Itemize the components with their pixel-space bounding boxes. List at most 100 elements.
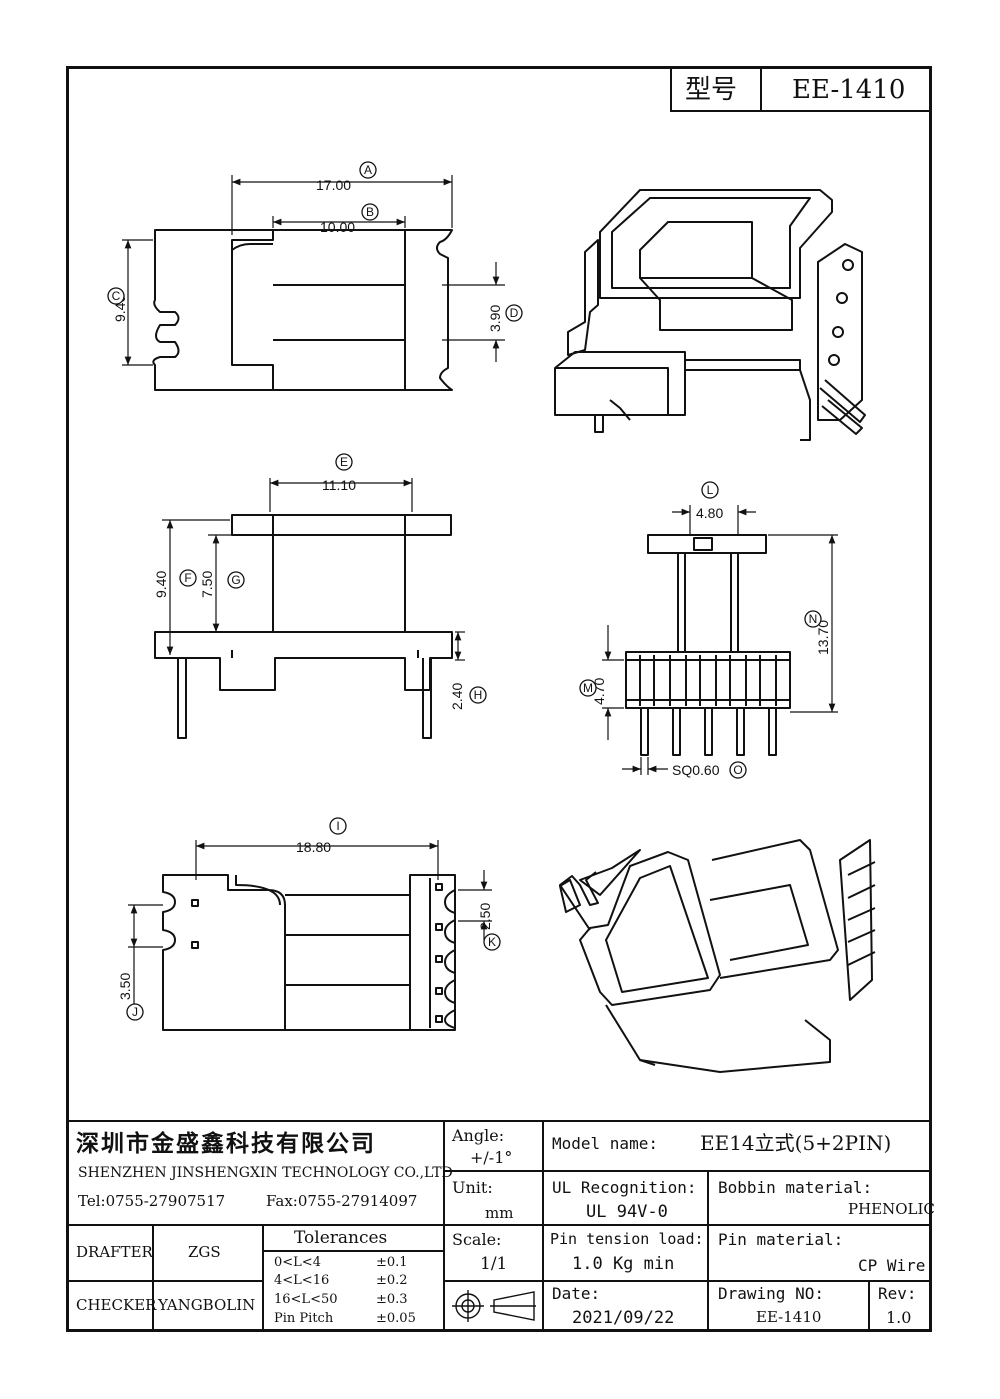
model-header-label: 型号: [685, 75, 738, 105]
tolerance-value-1: ±0.1: [376, 1255, 408, 1270]
svg-text:E: E: [340, 455, 348, 469]
front-view: [625, 534, 791, 756]
label-E: E: [335, 453, 353, 471]
dim-K: [458, 870, 492, 940]
rev-label: Rev:: [878, 1284, 917, 1303]
drawing-no-label: Drawing NO:: [718, 1284, 824, 1303]
pin-material-value: CP Wire: [858, 1256, 926, 1275]
dim-A-value: 17.00: [316, 177, 351, 193]
label-I: I: [329, 817, 347, 835]
tolerance-range-3: 16<L<50: [274, 1292, 338, 1307]
side-view: [154, 514, 453, 739]
label-D: D: [505, 304, 523, 322]
checker-value: YANGBOLIN: [158, 1296, 256, 1314]
tolerance-range-4: Pin Pitch: [274, 1311, 334, 1326]
drawing-no-value: EE-1410: [756, 1308, 822, 1326]
dim-H-value: 2.40: [449, 683, 465, 710]
dim-E: [269, 478, 413, 512]
tolerance-value-3: ±0.3: [376, 1292, 408, 1307]
model-name-label: Model name:: [552, 1134, 658, 1153]
svg-text:N: N: [809, 612, 818, 626]
model-header-box: [670, 66, 932, 112]
dim-C: [122, 239, 153, 366]
date-label: Date:: [552, 1284, 601, 1303]
model-header-value: EE-1410: [792, 75, 906, 105]
dim-B: [272, 216, 406, 228]
rev-value: 1.0: [886, 1308, 912, 1327]
dim-B-value: 10.00: [320, 219, 355, 235]
pin-tension-value: 1.0 Kg min: [572, 1254, 675, 1274]
dim-E-value: 11.10: [322, 477, 356, 493]
dim-F: [162, 519, 230, 655]
dim-L: [672, 505, 756, 535]
dim-N: [768, 534, 838, 713]
svg-text:G: G: [231, 573, 240, 587]
iso-view-top: [554, 189, 866, 441]
dim-O-value: SQ0.60: [672, 762, 720, 778]
scale-label: Scale:: [452, 1230, 502, 1249]
dim-L-value: 4.80: [696, 505, 723, 521]
tolerance-range-1: 0<L<4: [274, 1255, 321, 1270]
dim-I: [195, 840, 439, 880]
label-C: C: [107, 287, 125, 305]
bottom-view: [162, 874, 456, 1031]
bobbin-material-value: PHENOLIC: [848, 1200, 935, 1218]
label-K: K: [483, 933, 501, 951]
iso-view-bottom: [559, 839, 876, 1073]
svg-text:J: J: [132, 1005, 138, 1019]
tolerance-range-2: 4<L<16: [274, 1273, 330, 1288]
dim-G: [208, 534, 270, 633]
projection-symbol-icon: [452, 1290, 536, 1322]
svg-text:B: B: [366, 205, 374, 219]
dim-N-value: 13.70: [815, 620, 831, 655]
svg-text:A: A: [364, 163, 372, 177]
dim-D: [442, 262, 505, 362]
angle-value: +/-1°: [470, 1148, 513, 1167]
date-value: 2021/09/22: [572, 1308, 675, 1328]
dim-O: [622, 757, 668, 775]
tolerance-value-2: ±0.2: [376, 1273, 408, 1288]
dim-D-value: 3.90: [487, 305, 503, 332]
dim-M: [602, 625, 624, 740]
dim-H: [454, 631, 465, 661]
label-F: F: [179, 569, 197, 587]
model-header-divider: [760, 66, 762, 112]
label-G: G: [227, 571, 245, 589]
company-name-cn: 深圳市金盛鑫科技有限公司: [76, 1130, 376, 1157]
tolerances-label: Tolerances: [294, 1228, 388, 1248]
svg-text:I: I: [336, 819, 339, 833]
ul-recognition-label: UL Recognition:: [552, 1178, 697, 1197]
svg-text:D: D: [510, 306, 519, 320]
pin-material-label: Pin material:: [718, 1230, 844, 1249]
svg-text:O: O: [733, 763, 742, 777]
drafter-value: ZGS: [188, 1243, 221, 1261]
label-O: O: [729, 761, 747, 779]
company-tel: Tel:0755-27907517: [78, 1192, 226, 1210]
label-M: M: [579, 679, 597, 697]
svg-text:M: M: [583, 681, 593, 695]
pin-tension-label: Pin tension load:: [550, 1230, 704, 1248]
dim-J-value: 3.50: [117, 973, 133, 1000]
ul-recognition-value: UL 94V-0: [586, 1202, 668, 1222]
dim-G-value: 7.50: [199, 571, 215, 598]
label-J: J: [126, 1003, 144, 1021]
svg-text:K: K: [488, 935, 496, 949]
top-view: [152, 229, 453, 391]
company-fax: Fax:0755-27914097: [266, 1192, 418, 1210]
label-N: N: [804, 610, 822, 628]
drafter-label: DRAFTER: [76, 1243, 153, 1261]
label-H: H: [469, 686, 487, 704]
technical-drawing: 17.00 10.00 11.10 4.80 18.80 SQ0.60 9.40…: [107, 161, 876, 1073]
unit-value: mm: [485, 1204, 514, 1222]
svg-text:H: H: [474, 688, 483, 702]
angle-label: Angle:: [452, 1126, 505, 1145]
svg-text:F: F: [184, 571, 191, 585]
scale-value: 1/1: [480, 1254, 508, 1274]
bobbin-material-label: Bobbin material:: [718, 1178, 873, 1197]
dim-A: [231, 175, 453, 235]
label-A: A: [359, 161, 377, 179]
model-name-value: EE14立式(5+2PIN): [700, 1131, 892, 1155]
dim-K-value: 2.50: [477, 903, 493, 930]
svg-text:L: L: [707, 483, 714, 497]
svg-text:C: C: [112, 289, 121, 303]
